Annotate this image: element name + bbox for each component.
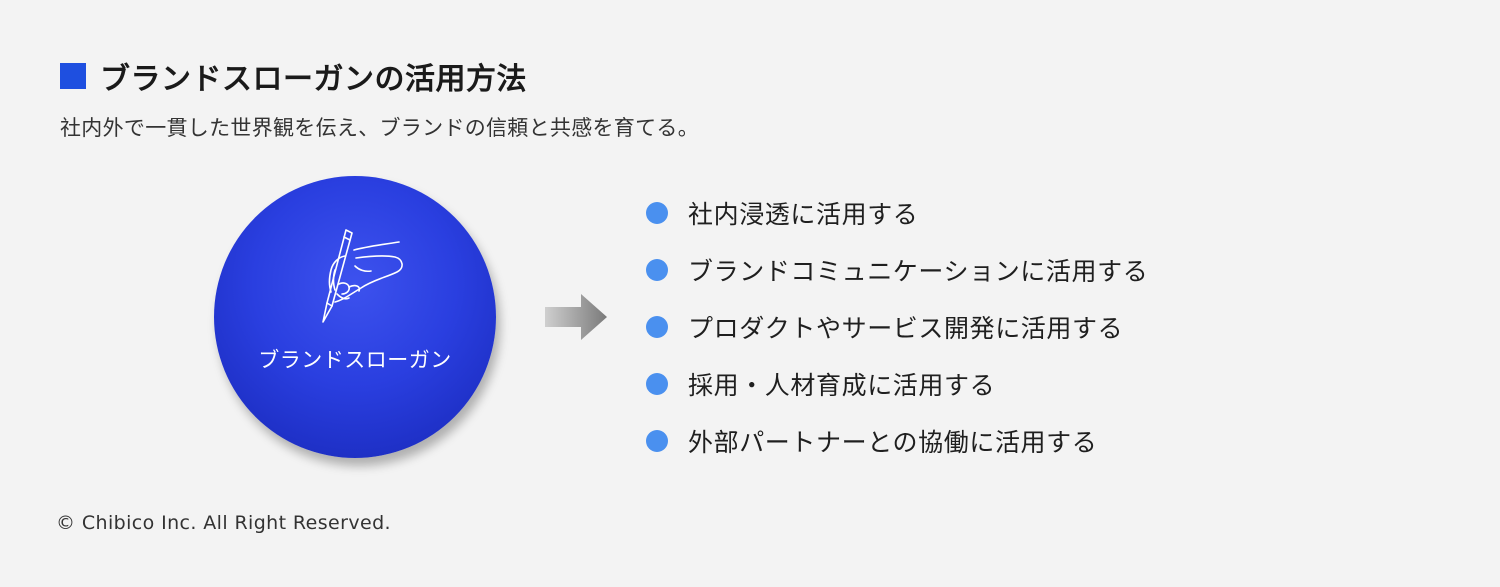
title-row: ブランドスローガンの活用方法 bbox=[60, 54, 699, 98]
list-item-label: プロダクトやサービス開発に活用する bbox=[688, 313, 1124, 343]
uses-list: 社内浸透に活用する ブランドコミュニケーションに活用する プロダクトやサービス開… bbox=[646, 184, 1148, 469]
slogan-circle-label: ブランドスローガン bbox=[258, 348, 452, 372]
arrow-right-icon bbox=[545, 294, 607, 340]
header: ブランドスローガンの活用方法 社内外で一貫した世界観を伝え、ブランドの信頼と共感… bbox=[60, 54, 699, 142]
bullet-dot-icon bbox=[646, 372, 668, 395]
copyright-text: © Chibico Inc. All Right Reserved. bbox=[56, 512, 391, 534]
title-square-icon bbox=[60, 63, 86, 89]
list-item: 採用・人材育成に活用する bbox=[646, 355, 1148, 412]
bullet-dot-icon bbox=[646, 429, 668, 452]
list-item-label: 採用・人材育成に活用する bbox=[688, 370, 996, 400]
list-item: 社内浸透に活用する bbox=[646, 184, 1148, 241]
list-item-label: 社内浸透に活用する bbox=[688, 199, 919, 229]
page-subtitle: 社内外で一貫した世界観を伝え、ブランドの信頼と共感を育てる。 bbox=[60, 116, 699, 140]
bullet-dot-icon bbox=[646, 258, 668, 281]
bullet-dot-icon bbox=[646, 315, 668, 338]
hand-writing-pen-icon bbox=[322, 229, 403, 323]
list-item: プロダクトやサービス開発に活用する bbox=[646, 298, 1148, 355]
list-item-label: 外部パートナーとの協働に活用する bbox=[688, 427, 1098, 457]
slogan-circle-shape: ブランドスローガン bbox=[214, 176, 496, 458]
list-item: 外部パートナーとの協働に活用する bbox=[646, 412, 1148, 469]
page-title: ブランドスローガンの活用方法 bbox=[100, 62, 527, 97]
list-item-label: ブランドコミュニケーションに活用する bbox=[688, 256, 1149, 286]
list-item: ブランドコミュニケーションに活用する bbox=[646, 241, 1148, 298]
bullet-dot-icon bbox=[646, 201, 668, 224]
slogan-circle: ブランドスローガン bbox=[214, 176, 496, 458]
